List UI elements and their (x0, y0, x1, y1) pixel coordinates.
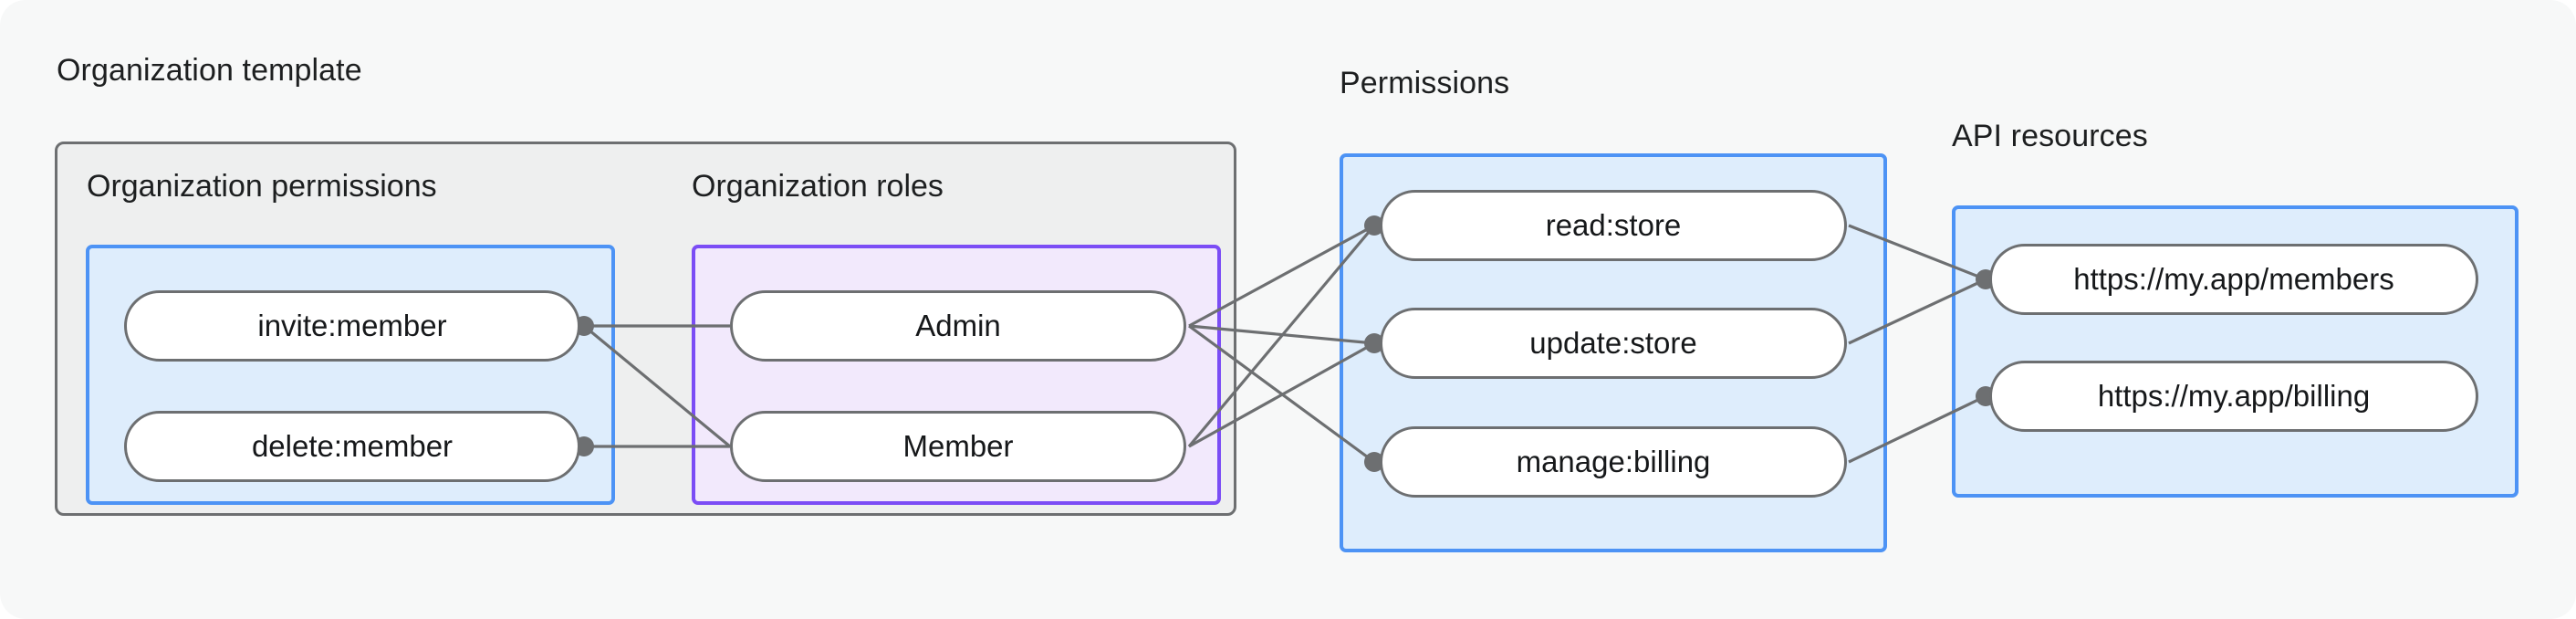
organization-template-label: Organization template (57, 53, 362, 88)
permissions-label: Permissions (1340, 66, 1510, 100)
organization-roles-label: Organization roles (692, 169, 944, 204)
node-manage-billing[interactable]: manage:billing (1380, 426, 1847, 498)
node-invite-member[interactable]: invite:member (124, 290, 580, 362)
node-billing-resource[interactable]: https://my.app/billing (1989, 361, 2478, 432)
organization-permissions-label: Organization permissions (87, 169, 437, 204)
node-members-resource[interactable]: https://my.app/members (1989, 244, 2478, 315)
node-delete-member[interactable]: delete:member (124, 411, 580, 482)
api-resources-label: API resources (1952, 119, 2148, 153)
node-read-store[interactable]: read:store (1380, 190, 1847, 261)
node-member[interactable]: Member (730, 411, 1186, 482)
node-admin[interactable]: Admin (730, 290, 1186, 362)
node-update-store[interactable]: update:store (1380, 308, 1847, 379)
